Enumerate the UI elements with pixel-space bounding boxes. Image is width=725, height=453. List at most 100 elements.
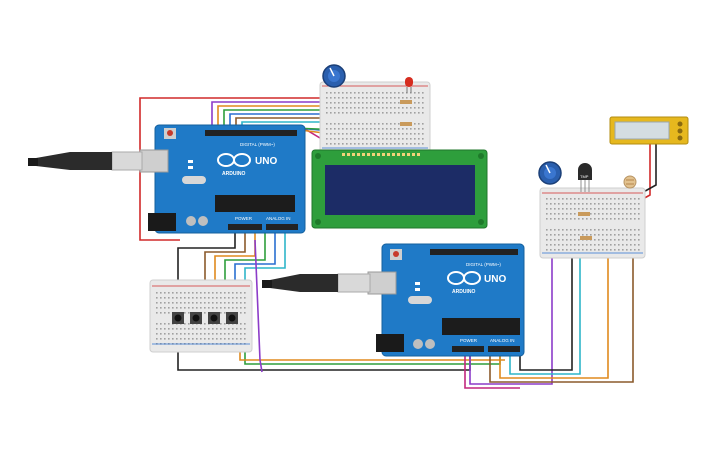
breadboard-hole <box>220 307 222 309</box>
wire-orange-b[interactable] <box>499 258 609 379</box>
breadboard-hole <box>338 92 340 94</box>
wire-blue-a3[interactable] <box>234 230 276 290</box>
capacitor <box>425 339 435 349</box>
breadboard-hole <box>558 239 560 241</box>
breadboard-hole <box>386 133 388 135</box>
arduino-uno-second[interactable]: DIGITAL (PWM~) POWER ANALOG IN UNO ARDUI… <box>367 243 525 357</box>
wire-green-a2[interactable] <box>224 230 266 290</box>
breadboard-hole <box>176 333 178 335</box>
breadboard-hole <box>598 218 600 220</box>
breadboard-hole <box>562 218 564 220</box>
breadboard-hole <box>362 92 364 94</box>
potentiometer-top[interactable] <box>322 64 346 88</box>
breadboard-hole <box>358 123 360 125</box>
breadboard-hole <box>606 234 608 236</box>
breadboard-hole <box>622 198 624 200</box>
breadboard-hole <box>390 128 392 130</box>
breadboard-hole <box>546 208 548 210</box>
wire-cyan-b[interactable] <box>509 258 581 375</box>
capacitor <box>186 216 196 226</box>
wire-brown-a0[interactable] <box>204 230 246 290</box>
breadboard-hole <box>350 138 352 140</box>
breadboard-hole <box>362 112 364 114</box>
breadboard-hole <box>358 97 360 99</box>
wire-purple-a[interactable] <box>469 258 553 385</box>
breadboard-hole <box>362 97 364 99</box>
breadboard-hole <box>638 244 640 246</box>
led-red[interactable] <box>405 77 413 93</box>
breadboard-hole <box>394 97 396 99</box>
breadboard-hole <box>618 229 620 231</box>
temperature-sensor[interactable]: TMP <box>578 163 592 192</box>
breadboard-hole <box>410 138 412 140</box>
breadboard-hole <box>634 203 636 205</box>
breadboard-holes <box>326 92 424 145</box>
breadboard-hole <box>586 198 588 200</box>
usb-cable-second[interactable] <box>262 273 371 293</box>
breadboard-hole <box>370 92 372 94</box>
wire-magenta-a[interactable] <box>464 352 520 389</box>
photoresistor[interactable] <box>623 175 637 189</box>
pushbutton[interactable] <box>172 312 184 324</box>
wire-purple-long[interactable] <box>254 239 263 373</box>
breadboard-hole <box>220 323 222 325</box>
breadboard-hole <box>244 297 246 299</box>
wire-black-b[interactable] <box>519 258 573 371</box>
potentiometer-right[interactable] <box>538 161 562 185</box>
breadboard-hole <box>390 138 392 140</box>
breadboard-hole <box>350 97 352 99</box>
breadboard-hole <box>574 234 576 236</box>
breadboard-hole <box>614 234 616 236</box>
breadboard-hole <box>172 292 174 294</box>
pushbutton[interactable] <box>208 312 220 324</box>
breadboard-hole <box>156 338 158 340</box>
breadboard-hole <box>558 198 560 200</box>
breadboard-hole <box>192 297 194 299</box>
breadboard-hole <box>156 312 158 314</box>
breadboard-hole <box>594 244 596 246</box>
breadboard-hole <box>232 292 234 294</box>
pushbutton[interactable] <box>190 312 202 324</box>
breadboard-hole <box>394 128 396 130</box>
wire-cyan-a4[interactable] <box>244 230 286 290</box>
breadboard-hole <box>598 239 600 241</box>
resistor[interactable] <box>578 212 590 216</box>
breadboard-hole <box>582 198 584 200</box>
display-panel[interactable] <box>609 116 689 145</box>
breadboard-hole <box>566 234 568 236</box>
breadboard-hole <box>378 133 380 135</box>
pushbutton[interactable] <box>226 312 238 324</box>
breadboard-hole <box>634 208 636 210</box>
breadboard-hole <box>610 229 612 231</box>
wire-brown-b[interactable] <box>489 258 634 383</box>
breadboard-hole <box>232 333 234 335</box>
breadboard-hole <box>176 328 178 330</box>
breadboard-hole <box>346 133 348 135</box>
resistor[interactable] <box>580 236 592 240</box>
breadboard-hole <box>398 143 400 145</box>
breadboard-hole <box>554 244 556 246</box>
breadboard-hole <box>240 312 242 314</box>
breadboard-hole <box>630 213 632 215</box>
breadboard-hole <box>558 249 560 251</box>
breadboard-hole <box>354 92 356 94</box>
breadboard-hole <box>346 138 348 140</box>
breadboard-hole <box>196 338 198 340</box>
breadboard-hole <box>168 333 170 335</box>
breadboard-hole <box>382 97 384 99</box>
breadboard-hole <box>382 138 384 140</box>
breadboard-hole <box>410 97 412 99</box>
resistor[interactable] <box>400 100 412 104</box>
arduino-uno-main[interactable]: DIGITAL (PWM~) POWER ANALOG IN UNO ARDUI… <box>139 124 306 234</box>
breadboard-hole <box>370 123 372 125</box>
usb-cable-main[interactable] <box>28 151 143 171</box>
resistor[interactable] <box>400 122 412 126</box>
breadboard-hole <box>550 249 552 251</box>
lcd-pin <box>417 153 420 156</box>
lcd-pin <box>347 153 350 156</box>
breadboard-hole <box>602 198 604 200</box>
breadboard-hole <box>626 249 628 251</box>
lcd-16x2[interactable] <box>311 149 488 229</box>
breadboard-hole <box>200 292 202 294</box>
breadboard-hole <box>622 229 624 231</box>
